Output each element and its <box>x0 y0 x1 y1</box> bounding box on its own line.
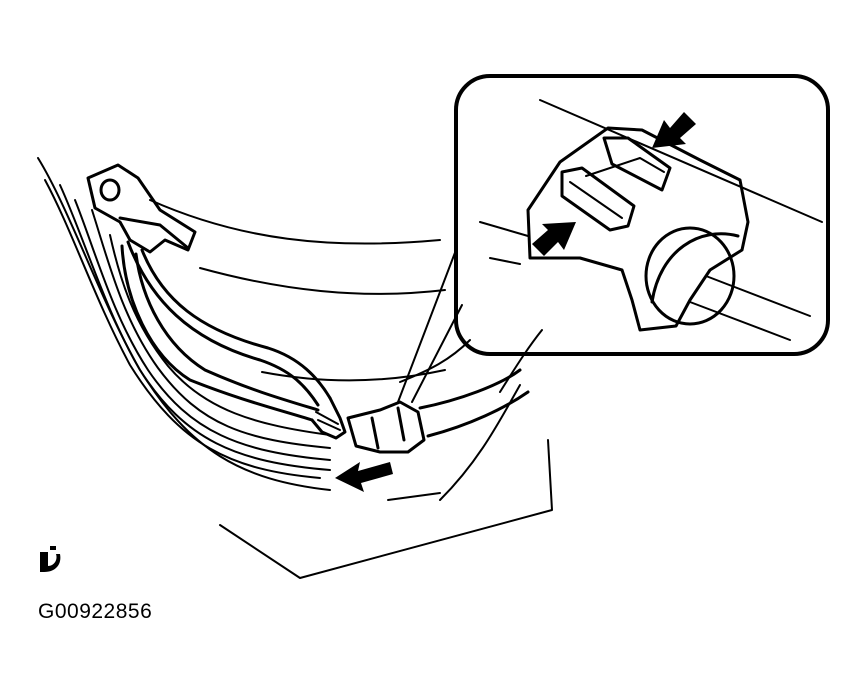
press-arrow-lower-left <box>532 222 576 256</box>
publisher-mark-icon <box>40 546 61 572</box>
quick-connector <box>310 368 530 454</box>
press-arrow-upper-right <box>652 112 696 148</box>
callout-leader-lines <box>397 249 463 403</box>
figure-id-label: G00922856 <box>38 600 153 623</box>
detail-view <box>454 74 830 356</box>
pull-direction-arrow <box>335 462 393 492</box>
mounting-bracket <box>86 163 197 254</box>
fuel-hoses <box>120 240 332 422</box>
body-panel-contours <box>37 157 553 579</box>
